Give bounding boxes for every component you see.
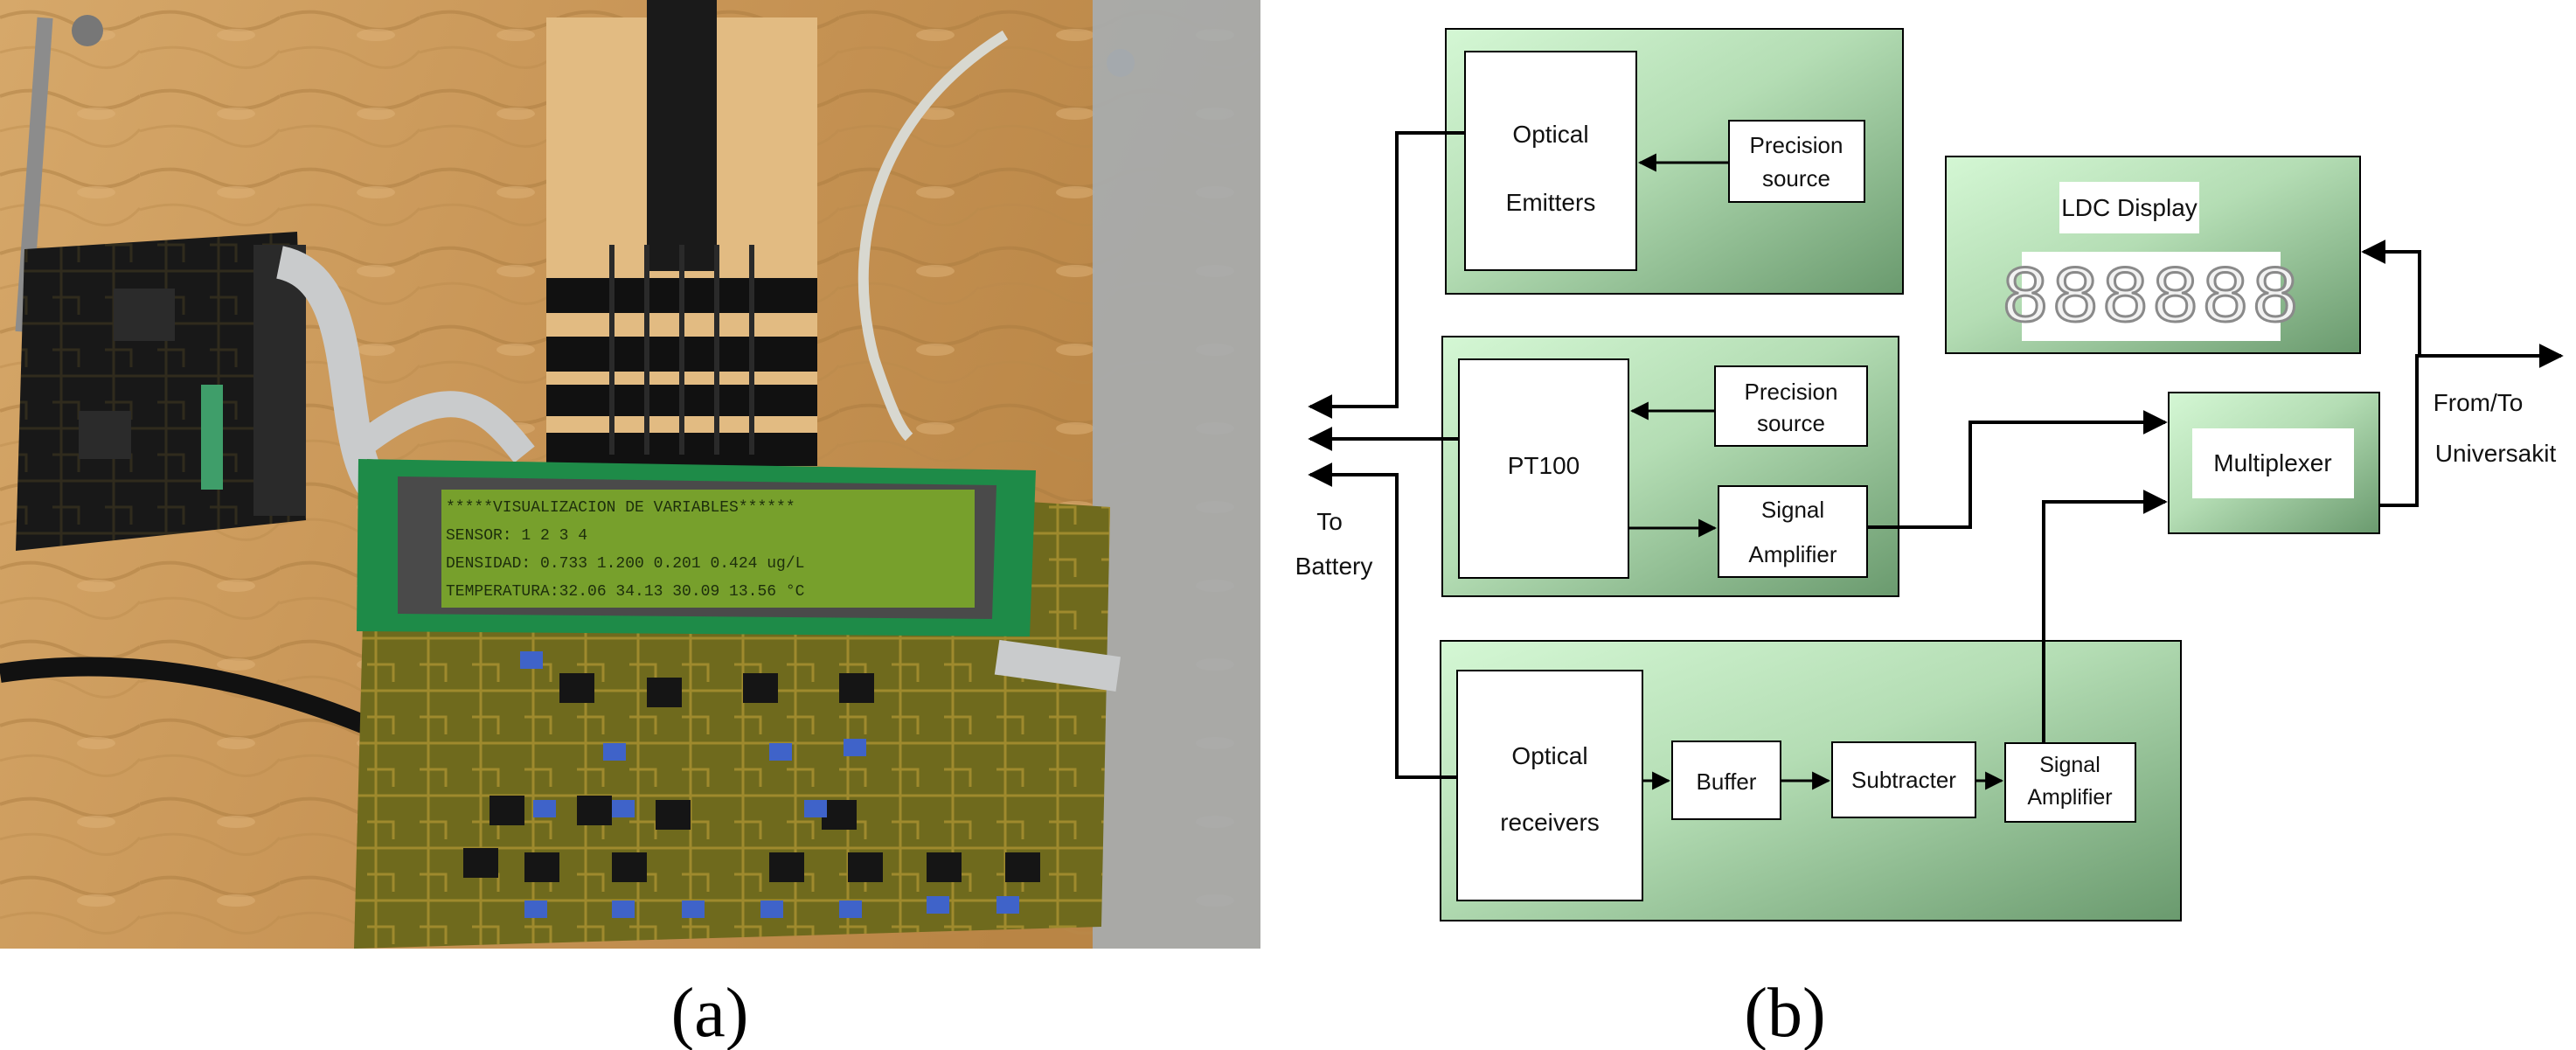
optical-emitters-label-1: Optical xyxy=(1512,121,1588,148)
optical-receivers-block xyxy=(1456,670,1643,901)
precision-source-2-label-1: Precision xyxy=(1745,379,1838,405)
daq-card xyxy=(16,232,306,551)
lcd-line-3: DENSIDAD: 0.733 1.200 0.201 0.424 ug/L xyxy=(446,555,804,573)
wire-amplifier2-to-multiplexer xyxy=(2042,490,2168,743)
pt100-block xyxy=(1458,358,1629,579)
optical-receivers-label-2: receivers xyxy=(1500,809,1600,836)
subtracter-label: Subtracter xyxy=(1851,767,1956,793)
emitters-group: Optical Emitters Precision source xyxy=(1445,28,1904,295)
multiplexer-group: Multiplexer xyxy=(2168,392,2380,534)
pt100-label: PT100 xyxy=(1508,452,1580,479)
lcd-line-4: TEMPERATURA:32.06 34.13 30.09 13.56 °C xyxy=(446,583,805,601)
precision-source-1-label-1: Precision xyxy=(1750,132,1843,158)
precision-source-1-block xyxy=(1728,120,1865,203)
lcd-line-2: SENSOR: 1 2 3 4 xyxy=(446,527,587,545)
ldc-display-group: LDC Display 888888 xyxy=(1945,156,2361,354)
seven-segment-digits: 888888 xyxy=(2001,254,2301,345)
optical-emitters-label-2: Emitters xyxy=(1506,189,1596,216)
wire-multiplexer-to-external xyxy=(2379,344,2564,507)
wire-external-to-display xyxy=(2361,240,2561,358)
to-battery-label-2: Battery xyxy=(1295,553,1373,580)
multiplexer-block xyxy=(2192,428,2354,498)
ldc-display-title: LDC Display xyxy=(2061,194,2198,221)
signal-amplifier-2-label-1: Signal xyxy=(2039,753,2100,777)
buffer-label: Buffer xyxy=(1697,768,1757,795)
pt100-group: PT100 Precision source Signal Amplifier xyxy=(1441,336,1899,597)
photo-panel: *****VISUALIZACION DE VARIABLES****** SE… xyxy=(0,0,1260,949)
signal-amplifier-2-block xyxy=(2004,742,2136,823)
wire-emitters-to-battery xyxy=(1308,131,1465,419)
from-to-label-2: Universakit xyxy=(2435,440,2557,467)
precision-source-2-label-2: source xyxy=(1757,410,1825,436)
to-battery-label-1: To xyxy=(1316,508,1343,535)
sensor-board xyxy=(546,0,817,466)
block-diagram: Optical Emitters Precision source PT100 … xyxy=(1295,28,2564,921)
signal-amplifier-2-label-2: Amplifier xyxy=(2027,785,2112,810)
caption-a: (a) xyxy=(671,975,749,1050)
wire-amplifier1-to-multiplexer xyxy=(1867,410,2168,529)
signal-amplifier-1-label-2: Amplifier xyxy=(1748,541,1837,567)
caption-b: (b) xyxy=(1744,975,1825,1050)
wire-receivers-to-battery xyxy=(1308,462,1457,779)
precision-source-1-label-2: source xyxy=(1762,165,1830,191)
lcd-line-1: *****VISUALIZACION DE VARIABLES****** xyxy=(446,499,795,517)
receivers-group: Optical receivers Buffer Subtracter Sign… xyxy=(1440,640,2182,921)
optical-receivers-label-1: Optical xyxy=(1511,742,1587,769)
signal-amplifier-1-label-1: Signal xyxy=(1761,497,1824,523)
from-to-label-1: From/To xyxy=(2434,389,2524,416)
subtracter-block xyxy=(1831,741,1976,818)
signal-amplifier-1-block xyxy=(1718,485,1868,578)
multiplexer-label: Multiplexer xyxy=(2213,449,2331,476)
lcd-module: *****VISUALIZACION DE VARIABLES****** SE… xyxy=(357,459,1036,636)
optical-emitters-block xyxy=(1464,51,1637,271)
precision-source-2-block xyxy=(1714,365,1868,447)
